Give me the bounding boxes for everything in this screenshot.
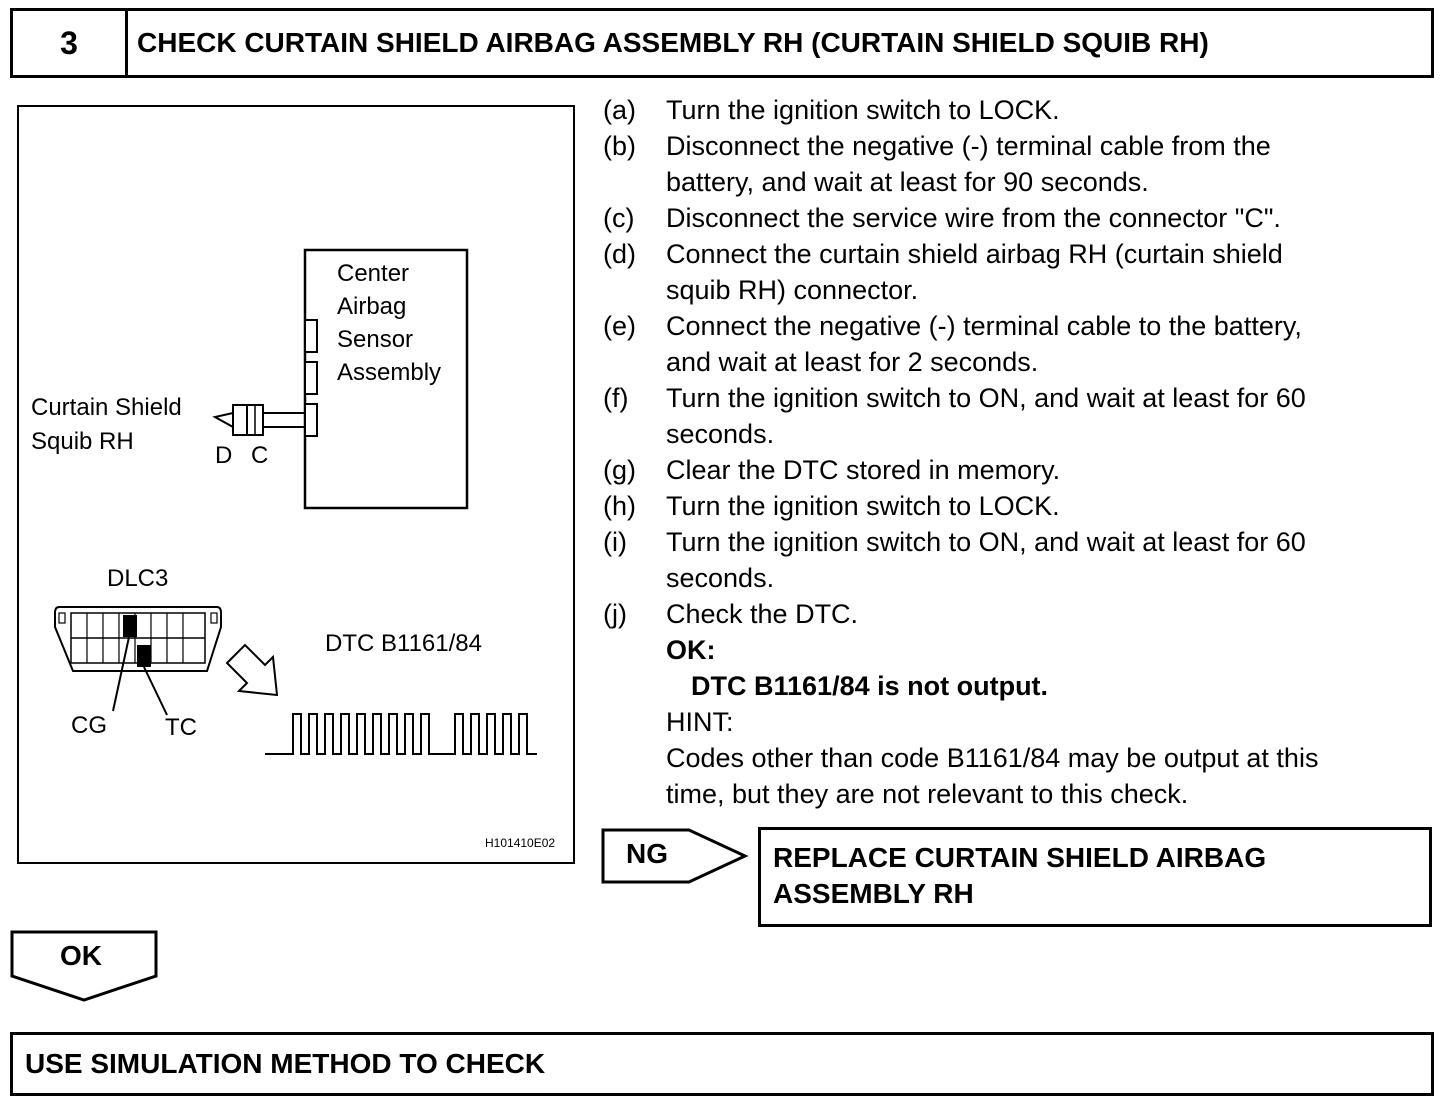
- ok-heading: OK:: [666, 635, 716, 665]
- step-letter: (e): [603, 311, 636, 341]
- sensor-connector-1: [304, 319, 318, 353]
- step-a: (a) Turn the ignition switch to LOCK.: [603, 92, 1423, 128]
- hollow-arrow-icon: [225, 643, 279, 697]
- dlc3-label: DLC3: [107, 565, 168, 592]
- sensor-connector-3: [304, 403, 318, 437]
- figure-id: H101410E02: [485, 836, 555, 850]
- step-letter: (h): [603, 491, 636, 521]
- connector-d: [232, 404, 248, 436]
- step-text-line: and wait at least for 2 seconds.: [666, 347, 1039, 377]
- step-letter: (c): [603, 203, 635, 233]
- step-text-line: Check the DTC.: [666, 599, 859, 629]
- dtc-label: DTC B1161/84: [325, 630, 482, 657]
- ok-label: OK: [60, 940, 102, 971]
- sensor-connector-2: [304, 361, 318, 395]
- wiring-figure: Center Airbag Sensor Assembly Curtain Sh…: [17, 105, 575, 864]
- sensor-label-line-2: Airbag: [337, 293, 406, 320]
- step-text-line: Turn the ignition switch to LOCK.: [666, 95, 1060, 125]
- step-text-line: Turn the ignition switch to ON, and wait…: [666, 383, 1306, 413]
- step-c: (c) Disconnect the service wire from the…: [603, 200, 1423, 236]
- ng-label: NG: [626, 838, 668, 869]
- step-text-line: seconds.: [666, 419, 775, 449]
- step-text-line: Disconnect the negative (-) terminal cab…: [666, 131, 1271, 161]
- step-text-line: battery, and wait at least for 90 second…: [666, 167, 1149, 197]
- step-text-line: Disconnect the service wire from the con…: [666, 203, 1281, 233]
- step-letter: (f): [603, 383, 629, 413]
- step-text-line: seconds.: [666, 563, 775, 593]
- step-text-line: Connect the curtain shield airbag RH (cu…: [666, 239, 1283, 269]
- step-text-line: Turn the ignition switch to ON, and wait…: [666, 527, 1306, 557]
- ng-action-line: ASSEMBLY RH: [773, 878, 974, 909]
- sensor-label-line-4: Assembly: [337, 359, 441, 386]
- ng-arrow-shape: [601, 828, 749, 884]
- step-text-line: Turn the ignition switch to LOCK.: [666, 491, 1060, 521]
- step-f: (f) Turn the ignition switch to ON, and …: [603, 380, 1423, 452]
- hint-line-1: Codes other than code B1161/84 may be ou…: [666, 743, 1319, 773]
- dlc3-connector: [54, 606, 222, 672]
- step-letter: (j): [603, 599, 627, 629]
- step-letter: (a): [603, 95, 636, 125]
- ok-arrow-shape: [10, 930, 158, 1002]
- step-text-line: Clear the DTC stored in memory.: [666, 455, 1061, 485]
- tc-terminal: [137, 645, 151, 667]
- hint-heading: HINT:: [666, 707, 734, 737]
- squib-label-line-2: Squib RH: [31, 428, 134, 455]
- step-e: (e) Connect the negative (-) terminal ca…: [603, 308, 1423, 380]
- sensor-label-line-1: Center: [337, 260, 409, 287]
- step-d: (d) Connect the curtain shield airbag RH…: [603, 236, 1423, 308]
- step-letter: (d): [603, 239, 636, 269]
- hint-line-2: time, but they are not relevant to this …: [666, 779, 1189, 809]
- dtc-pulse-waveform: [265, 713, 537, 755]
- step-i: (i) Turn the ignition switch to ON, and …: [603, 524, 1423, 596]
- step-text-line: Connect the negative (-) terminal cable …: [666, 311, 1302, 341]
- connector-c-label: C: [251, 442, 268, 469]
- ng-action-box: REPLACE CURTAIN SHIELD AIRBAG ASSEMBLY R…: [758, 827, 1432, 927]
- tc-label: TC: [165, 714, 197, 741]
- step-text-line: squib RH) connector.: [666, 275, 919, 305]
- step-b: (b) Disconnect the negative (-) terminal…: [603, 128, 1423, 200]
- sensor-label-line-3: Sensor: [337, 326, 413, 353]
- ng-action-line: REPLACE CURTAIN SHIELD AIRBAG: [773, 842, 1267, 873]
- next-step-box: USE SIMULATION METHOD TO CHECK: [10, 1032, 1434, 1096]
- step-letter: (g): [603, 455, 636, 485]
- step-letter: (i): [603, 527, 627, 557]
- cg-label: CG: [71, 712, 107, 739]
- procedure-steps: (a) Turn the ignition switch to LOCK. (b…: [603, 92, 1423, 812]
- step-title: CHECK CURTAIN SHIELD AIRBAG ASSEMBLY RH …: [137, 27, 1209, 58]
- figure-diagram: Center Airbag Sensor Assembly Curtain Sh…: [31, 248, 555, 850]
- step-h: (h) Turn the ignition switch to LOCK.: [603, 488, 1423, 524]
- cg-terminal: [123, 615, 137, 637]
- connector-d-label: D: [215, 442, 232, 469]
- step-letter: (b): [603, 131, 636, 161]
- step-header: 3 CHECK CURTAIN SHIELD AIRBAG ASSEMBLY R…: [10, 8, 1434, 78]
- squib-label-line-1: Curtain Shield: [31, 394, 182, 421]
- step-g: (g) Clear the DTC stored in memory.: [603, 452, 1423, 488]
- step-number: 3: [13, 11, 128, 75]
- ok-result: DTC B1161/84 is not output.: [691, 671, 1049, 701]
- step-j: (j) Check the DTC.: [603, 596, 1423, 632]
- next-step-title: USE SIMULATION METHOD TO CHECK: [25, 1048, 546, 1079]
